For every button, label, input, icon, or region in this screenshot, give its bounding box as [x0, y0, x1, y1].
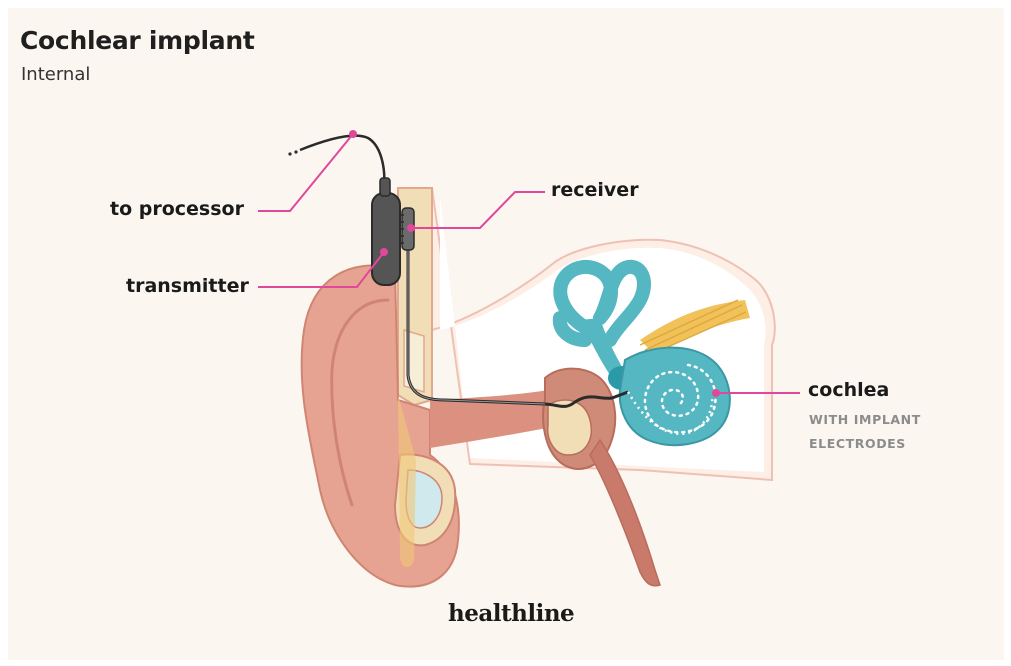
label-receiver: receiver [551, 179, 639, 201]
label-cochlea-note-1: WITH IMPLANT [809, 409, 921, 430]
pointer-dot-receiver [407, 224, 415, 232]
cochlea-structure [620, 348, 730, 446]
label-to-processor: to processor [110, 198, 244, 220]
transmitter-device [372, 193, 400, 285]
leader-line-to-processor [258, 134, 353, 211]
pointer-dot-cochlea [712, 389, 720, 397]
pointer-dot-to-processor [349, 130, 357, 138]
label-cochlea: cochlea [808, 379, 889, 401]
label-cochlea-note-2: ELECTRODES [809, 433, 906, 454]
label-transmitter: transmitter [126, 275, 249, 297]
pointer-dot-transmitter [380, 248, 388, 256]
brand-logo: healthline [448, 600, 574, 627]
